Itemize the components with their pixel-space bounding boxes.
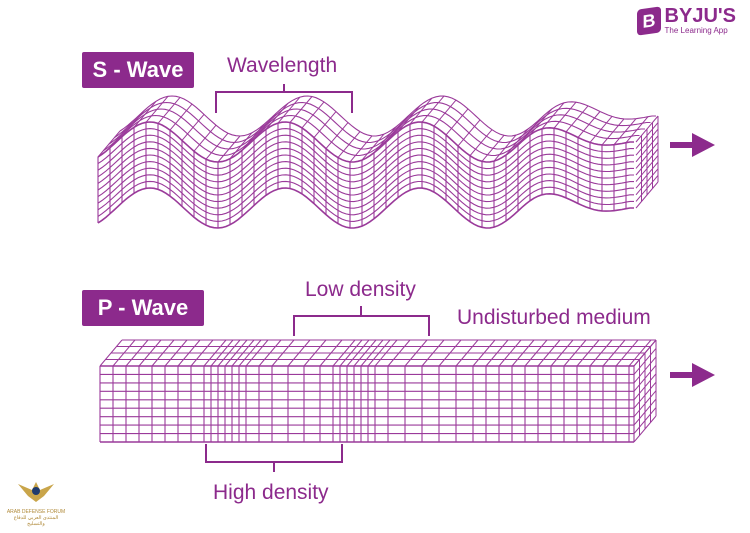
s-wave-grid (97, 95, 659, 229)
byjus-logo-tagline: The Learning App (664, 26, 728, 35)
wavelength-bracket (215, 84, 353, 113)
eagle-emblem-icon (18, 482, 54, 502)
p-wave-arrow-icon (670, 363, 715, 387)
p-wave-grid (99, 339, 657, 443)
undisturbed-medium-annotation: Undisturbed medium (457, 306, 651, 329)
high-density-annotation: High density (213, 481, 329, 504)
s-wave-arrow-icon (670, 133, 715, 157)
byjus-logo: B BYJU'S The Learning App (636, 5, 736, 36)
wavelength-annotation: Wavelength (227, 54, 338, 77)
byjus-logo-name: BYJU'S (664, 5, 736, 27)
low-density-bracket (293, 306, 430, 336)
high-density-bracket (205, 444, 343, 472)
watermark-line1: ARAB DEFENSE FORUM (6, 509, 66, 515)
watermark-line2: المنتدى العربي للدفاع والتسليح (13, 515, 59, 527)
byjus-logo-icon: B (636, 5, 661, 36)
p-wave-label: P - Wave (82, 290, 204, 326)
s-wave-label: S - Wave (82, 52, 194, 88)
low-density-annotation: Low density (305, 278, 416, 301)
watermark-logo: ARAB DEFENSE FORUM المنتدى العربي للدفاع… (6, 478, 66, 527)
